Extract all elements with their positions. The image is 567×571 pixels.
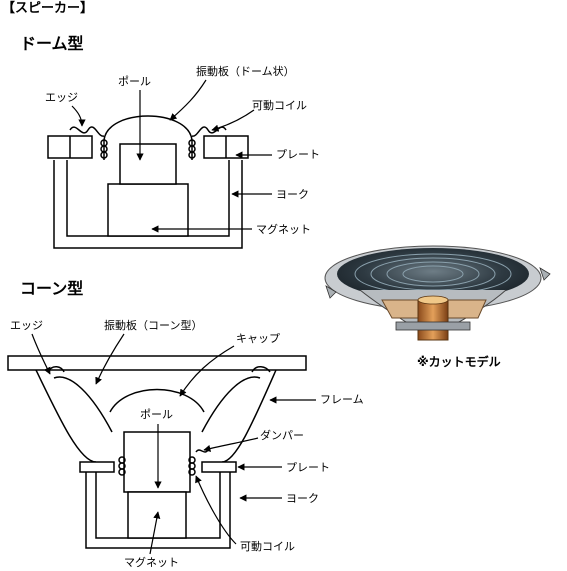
cone-magnet-label: マグネット (124, 556, 179, 569)
dome-voice-coil-label: 可動コイル (252, 99, 307, 112)
dome-diaphragm-label: 振動板（ドーム状） (196, 65, 295, 78)
cone-cap-label: キャップ (236, 332, 280, 345)
dome-plate-label: プレート (276, 148, 320, 161)
cutaway-model-illustration (324, 245, 551, 341)
page-header: 【スピーカー】 (2, 1, 94, 16)
photo-caption: ※カットモデル (417, 355, 501, 369)
dome-edge-label: エッジ (45, 91, 78, 104)
dome-title: ドーム型 (20, 34, 84, 53)
cone-frame-label: フレーム (320, 393, 364, 406)
dome-leader-lines (71, 79, 272, 233)
dome-speaker-diagram (47, 115, 249, 249)
cone-yoke-label: ヨーク (286, 492, 319, 505)
dome-magnet-label: マグネット (256, 223, 311, 236)
dome-pole-label: ポール (118, 75, 151, 88)
cone-title: コーン型 (20, 279, 84, 298)
cone-pole-label: ポール (140, 408, 173, 421)
cone-diaphragm-label: 振動板（コーン型） (104, 319, 203, 332)
cone-plate-label: プレート (286, 461, 330, 474)
cone-leader-lines (31, 333, 316, 555)
cone-speaker-diagram (7, 355, 307, 549)
cone-damper-label: ダンパー (260, 429, 304, 442)
cone-voice-coil-label: 可動コイル (240, 540, 295, 553)
dome-yoke-label: ヨーク (276, 188, 309, 201)
cone-edge-label: エッジ (10, 319, 43, 332)
